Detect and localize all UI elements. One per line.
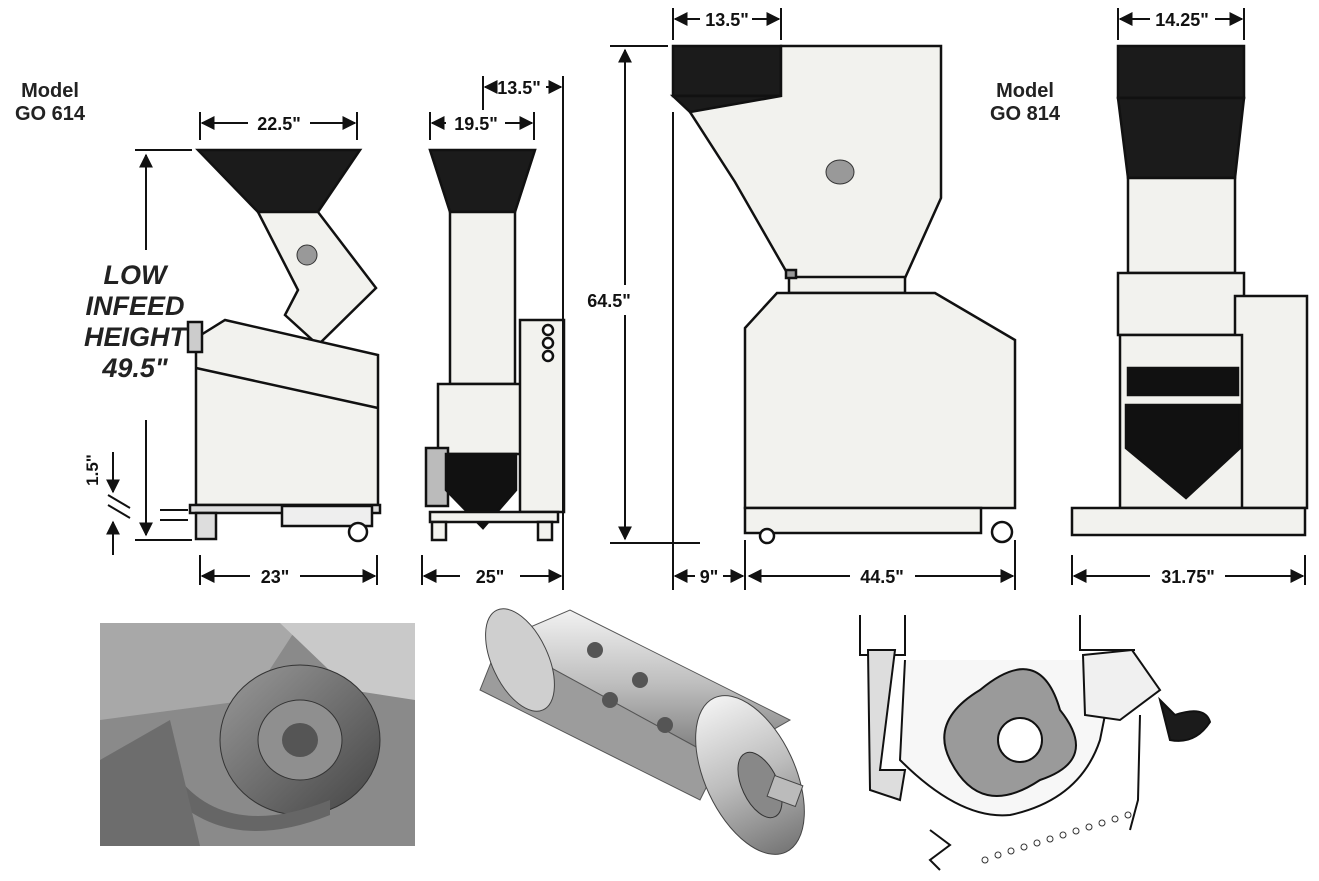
go614-model-number: GO 614 xyxy=(14,103,86,125)
dim-go614-base-width: 23" xyxy=(261,567,290,587)
dimension-lines xyxy=(106,8,1306,590)
low-infeed-height-label: LOW INFEED HEIGHT 49.5" xyxy=(70,260,200,384)
go814-model-label: Model GO 814 xyxy=(980,80,1070,126)
dim-go814-hopper-top: 13.5" xyxy=(705,10,749,30)
dim-go814-offset: 9" xyxy=(700,567,719,587)
cutting-chamber-render xyxy=(100,623,415,846)
dim-go814-front-hopper: 14.25" xyxy=(1155,10,1209,30)
low-infeed-line2: INFEED xyxy=(85,291,185,322)
dim-go814-total-height: 64.5" xyxy=(587,291,631,311)
low-infeed-value: 49.5" xyxy=(102,353,168,384)
rotor-render xyxy=(479,608,805,855)
low-infeed-line3: HEIGHT xyxy=(83,322,186,353)
low-infeed-line1: LOW xyxy=(103,260,167,290)
go814-front-machine xyxy=(1070,44,1309,537)
go814-model-number: GO 814 xyxy=(989,103,1061,125)
dim-go614-clearance: 1.5" xyxy=(83,454,102,486)
go614-front-machine xyxy=(424,148,566,542)
dim-go614-hopper-width: 22.5" xyxy=(257,114,301,134)
go814-side-machine xyxy=(669,44,1017,545)
go614-model-word: Model xyxy=(21,80,79,102)
go614-model-label: Model GO 614 xyxy=(10,80,90,126)
cutting-chamber-cross-section xyxy=(859,615,1212,871)
dim-go614-side-base: 25" xyxy=(476,567,505,587)
dim-go614-side-top: 13.5" xyxy=(497,78,541,98)
dim-go814-body-length: 44.5" xyxy=(860,567,904,587)
go814-model-word: Model xyxy=(996,80,1054,102)
dim-go814-front-base: 31.75" xyxy=(1161,567,1215,587)
go614-side-machine xyxy=(186,148,382,543)
dim-go614-side-hopper: 19.5" xyxy=(454,114,498,134)
